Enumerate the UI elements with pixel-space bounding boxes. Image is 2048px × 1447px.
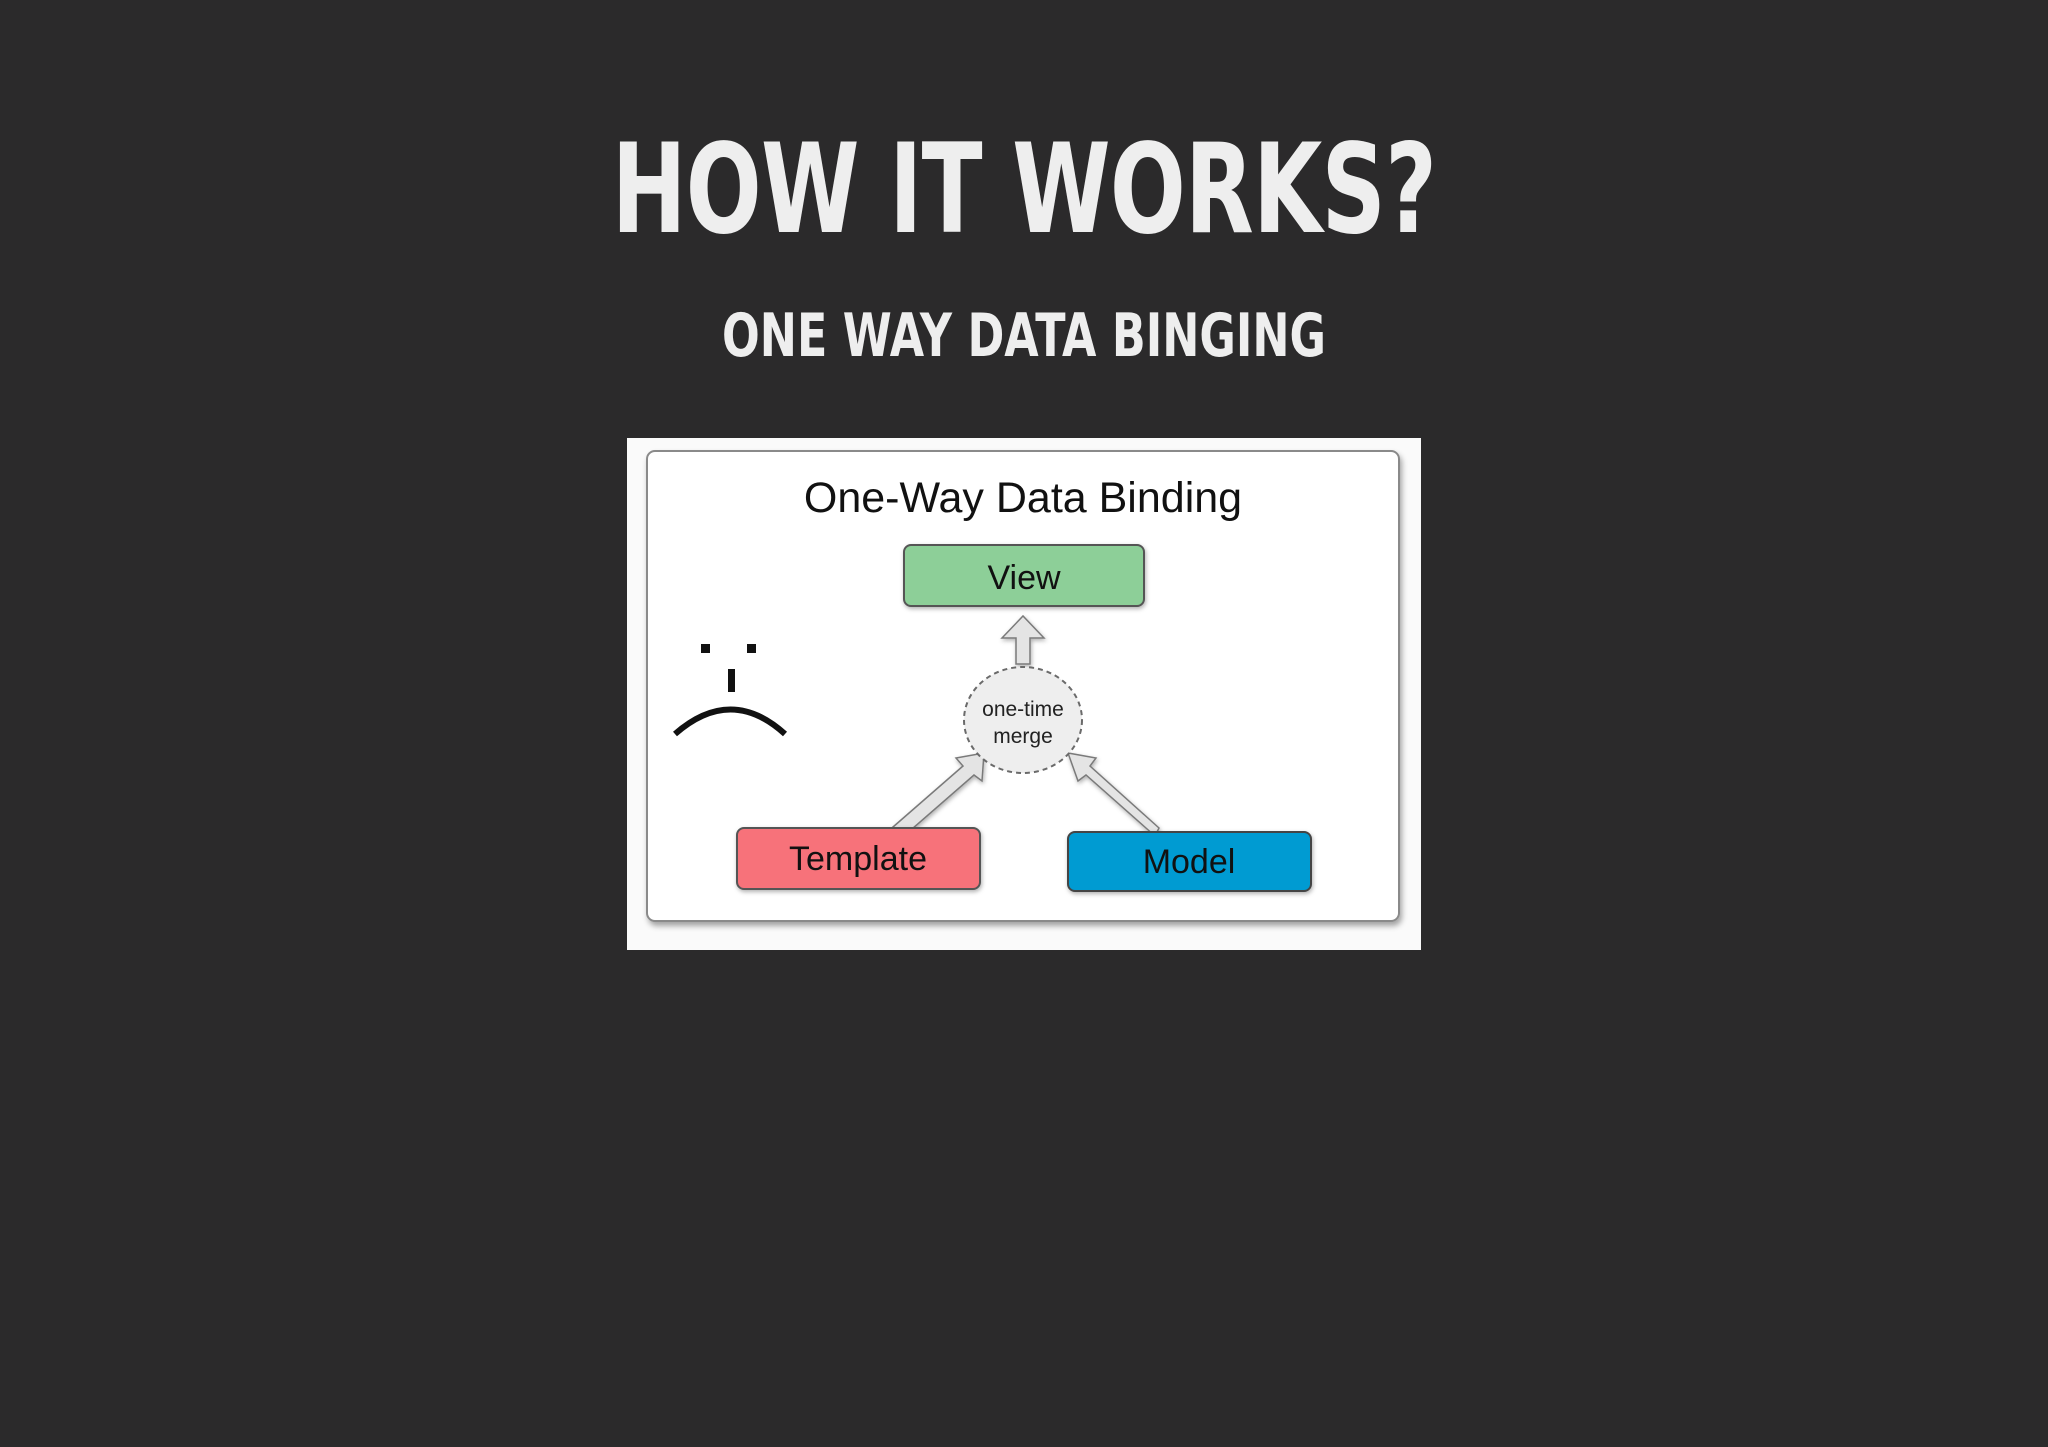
- view-node: View: [903, 544, 1145, 607]
- merge-node: one-time merge: [963, 666, 1083, 774]
- model-node: Model: [1067, 831, 1312, 892]
- template-node-label: Template: [789, 840, 927, 878]
- slide-title: HOW IT WORKS?: [611, 118, 1437, 262]
- arrow-merge-to-view: [1000, 614, 1046, 665]
- arrow-template-to-merge: [891, 752, 985, 837]
- template-node: Template: [736, 827, 981, 890]
- slide-subtitle: ONE WAY DATA BINGING: [722, 301, 1326, 371]
- merge-node-label-line1: one-time: [982, 698, 1064, 721]
- view-node-label: View: [987, 559, 1061, 597]
- sad-face-icon: [673, 644, 788, 737]
- diagram-title: One-Way Data Binding: [804, 474, 1242, 522]
- diagram-figure: One-Way Data Binding View one-time merge: [627, 438, 1421, 950]
- arrow-model-to-merge: [1066, 752, 1160, 838]
- model-node-label: Model: [1143, 843, 1236, 881]
- merge-node-label-line2: merge: [993, 725, 1053, 748]
- diagram-svg: One-Way Data Binding View one-time merge: [646, 450, 1400, 922]
